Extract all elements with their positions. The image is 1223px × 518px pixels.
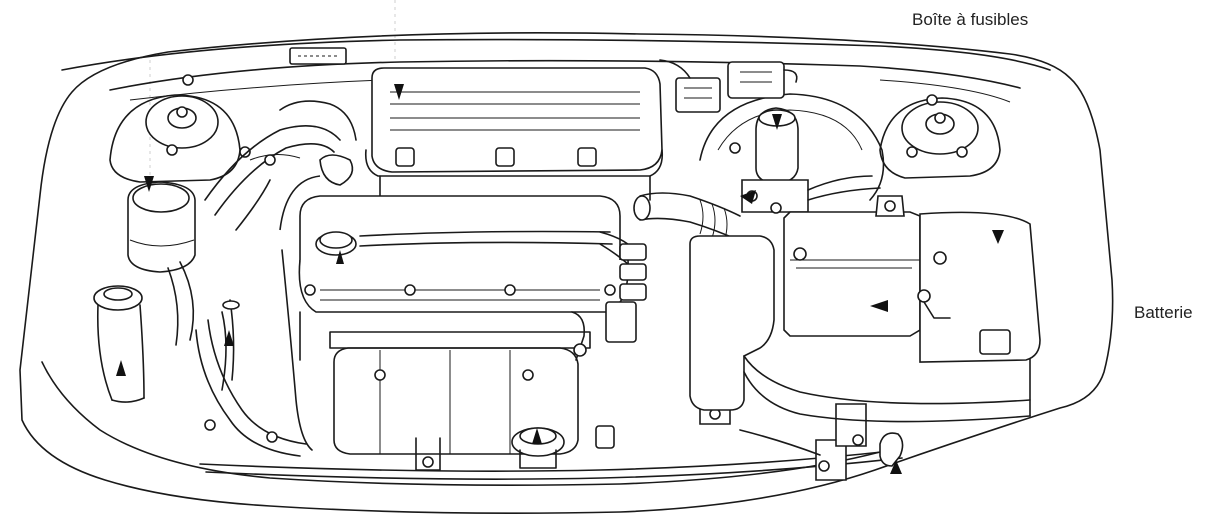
fuse-box-label: Boîte à fusibles bbox=[912, 10, 1029, 29]
right-strut-tower bbox=[879, 94, 1001, 179]
arrow-radiator-cap bbox=[532, 428, 542, 444]
service-arrows bbox=[116, 84, 1004, 474]
power-steering-reservoir bbox=[127, 181, 196, 346]
coolant-filler-neck bbox=[93, 285, 145, 403]
left-strut-tower bbox=[109, 74, 251, 183]
arrow-battery bbox=[870, 300, 888, 312]
battery bbox=[783, 195, 1041, 363]
arrow-battery-cover bbox=[992, 230, 1004, 244]
intake-hose bbox=[633, 192, 741, 243]
arrow-brake-fluid bbox=[772, 114, 782, 130]
oil-filler-cap bbox=[315, 231, 357, 256]
engine-bay-outline bbox=[19, 32, 1114, 514]
radiator-support bbox=[199, 399, 903, 481]
battery-label: Batterie bbox=[1134, 303, 1193, 322]
left-hoses bbox=[195, 100, 357, 457]
air-cleaner-box bbox=[364, 67, 664, 201]
ignition-wires bbox=[359, 230, 647, 343]
arrow-washer bbox=[890, 460, 902, 474]
brake-fluid-reservoir bbox=[741, 107, 881, 214]
bottom-right-connector bbox=[879, 432, 904, 467]
arrow-booster-line bbox=[740, 190, 756, 204]
arrow-power-steering bbox=[144, 176, 154, 192]
intake-manifold bbox=[329, 311, 591, 471]
arrow-air-cleaner bbox=[394, 84, 404, 100]
engine-block bbox=[279, 175, 629, 451]
fuse-box-connector bbox=[289, 47, 347, 65]
arrow-oil-filler bbox=[336, 250, 344, 264]
relay-connectors bbox=[659, 59, 798, 113]
arrow-coolant bbox=[116, 360, 126, 376]
arrow-dipstick bbox=[224, 330, 234, 346]
air-duct bbox=[689, 235, 1031, 423]
brake-booster bbox=[699, 93, 885, 201]
